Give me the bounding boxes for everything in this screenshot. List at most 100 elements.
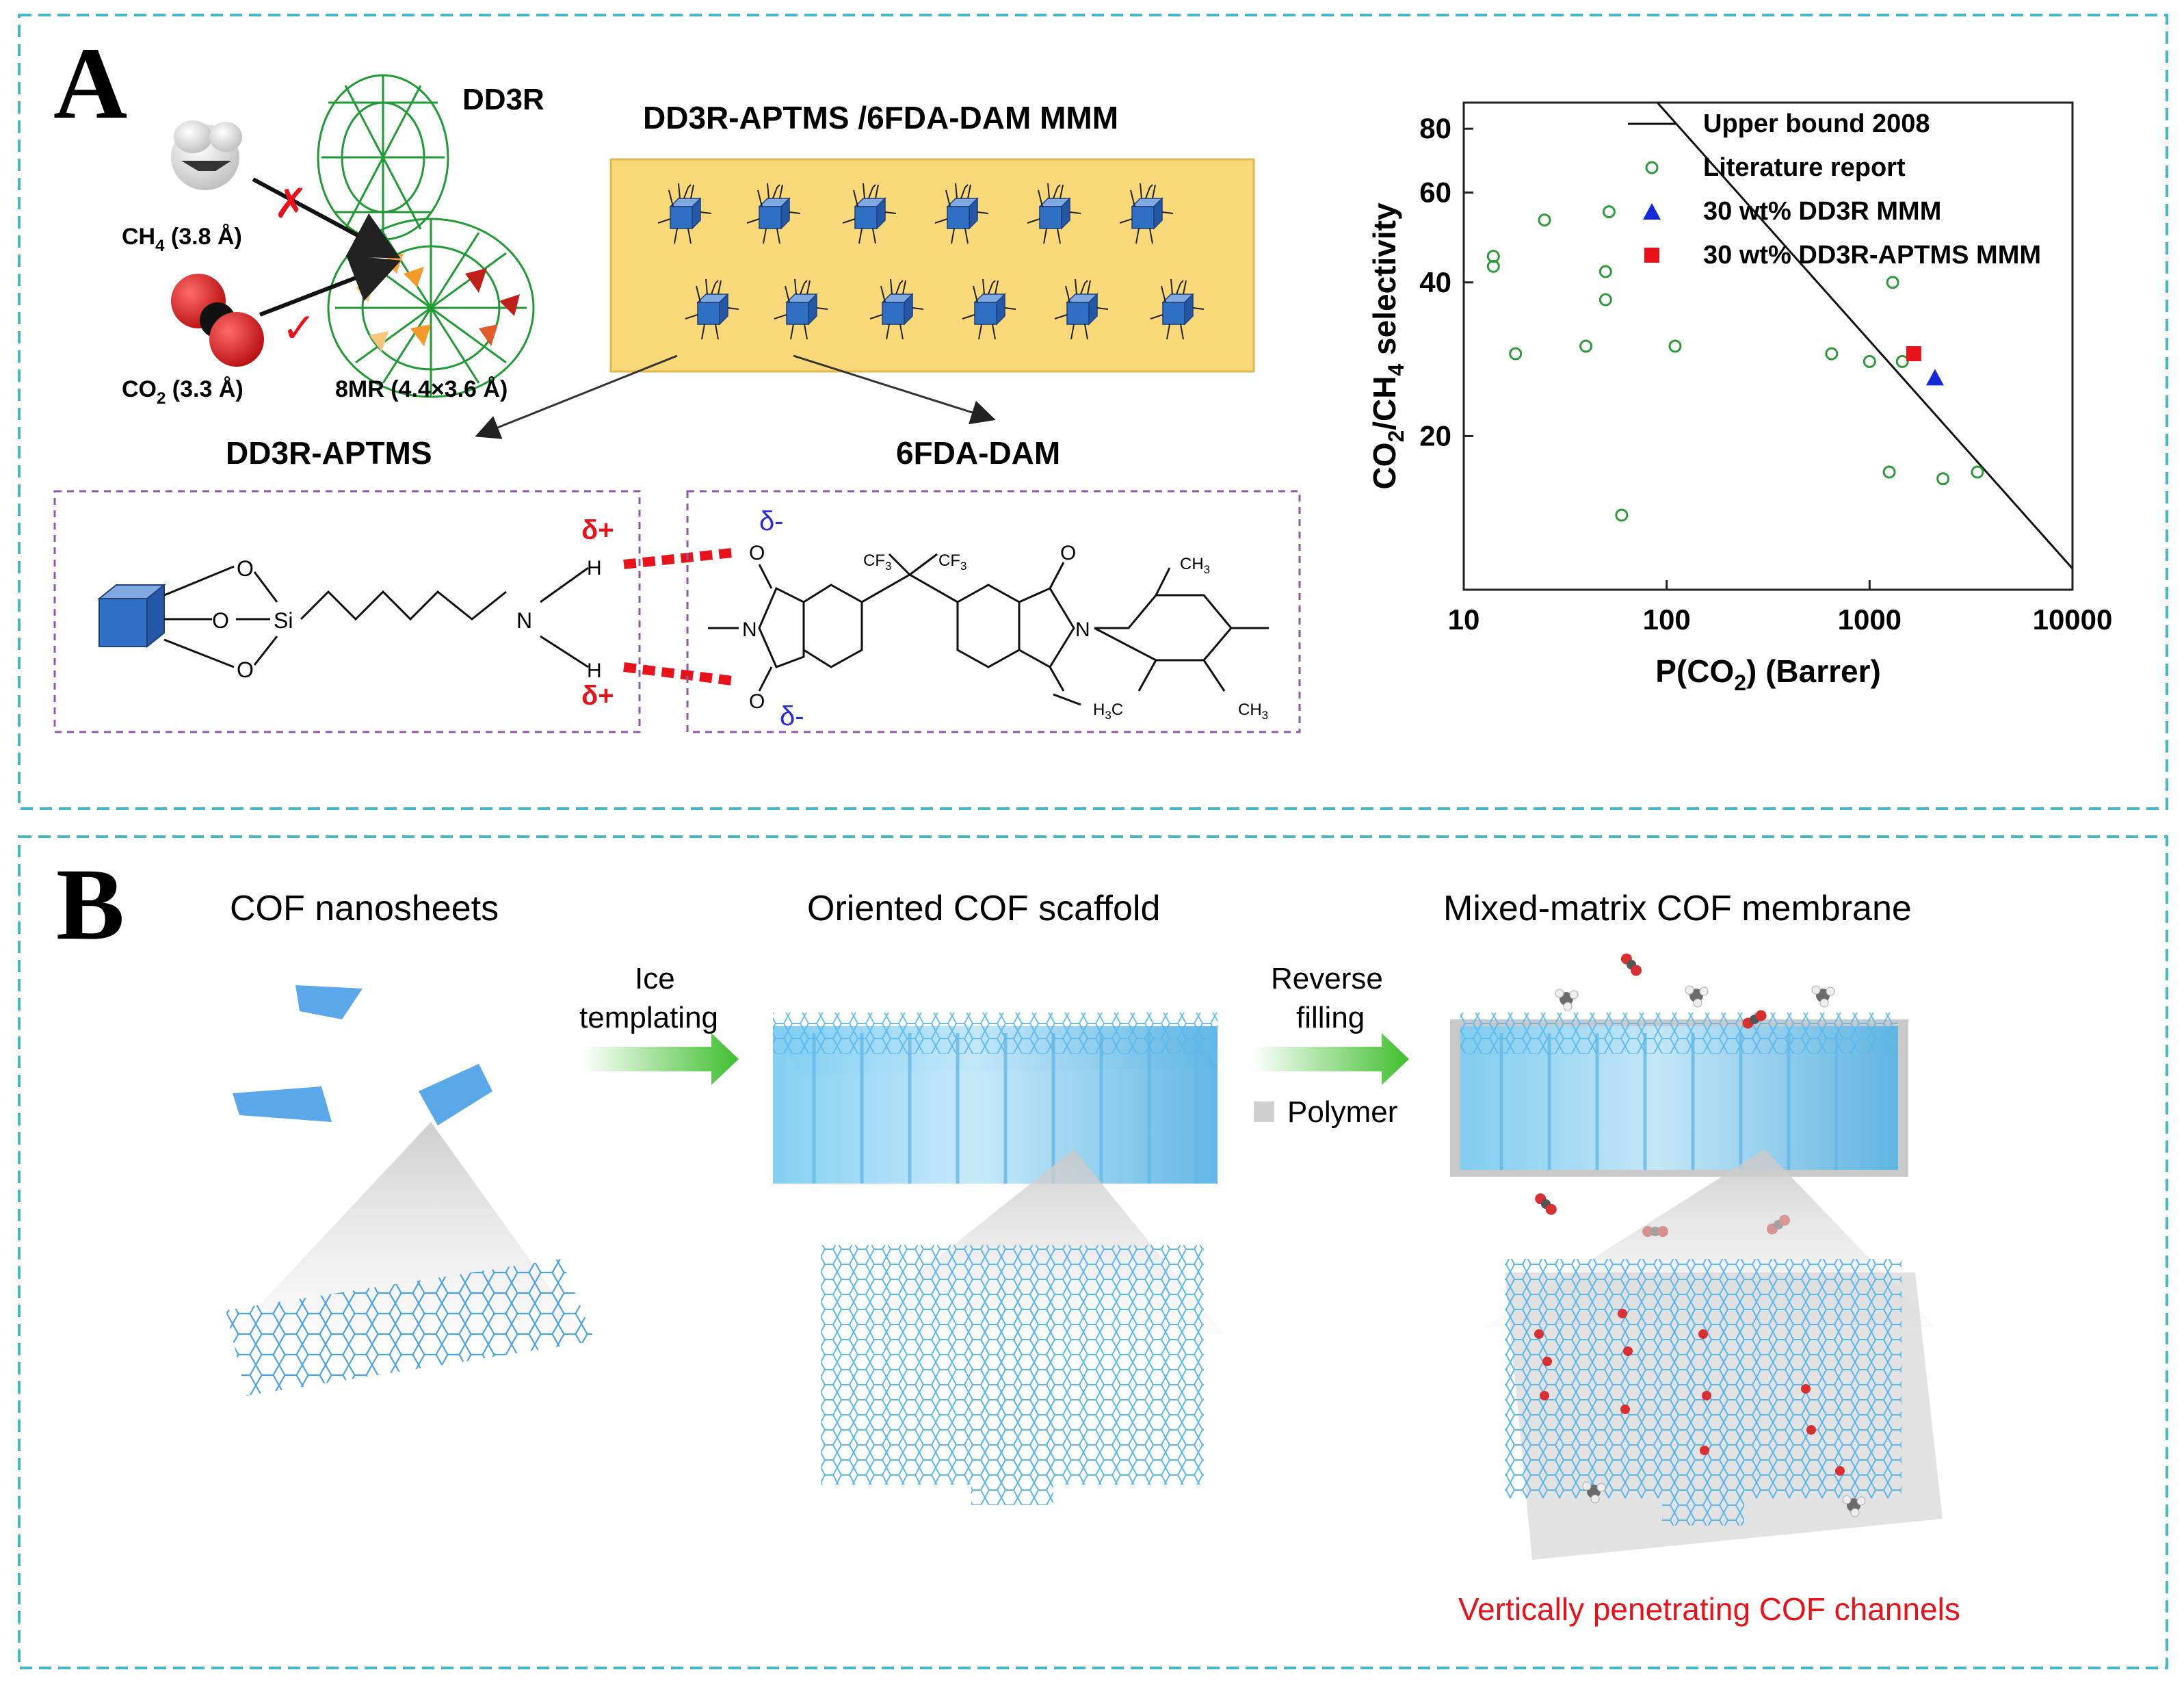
arrow1-line1: Ice: [635, 962, 675, 995]
panel-a-frame: [18, 14, 2168, 810]
co2-molecule: [171, 274, 264, 367]
arrow1-line2: templating: [579, 1001, 718, 1034]
atom-o-3: O: [237, 657, 254, 682]
atom-si: Si: [274, 608, 293, 633]
panel-a-letter: A: [53, 27, 127, 140]
ch4-reject-mark: ✗: [274, 181, 308, 226]
literature-point: [1579, 339, 1593, 353]
arrow2-line1: Reverse: [1271, 962, 1383, 995]
atom-h-bottom: H: [587, 660, 602, 682]
legend-label: Upper bound 2008: [1703, 109, 1930, 138]
plot-area: [1462, 101, 2074, 591]
atom-h-top: H: [587, 557, 602, 579]
step3-title: Mixed-matrix COF membrane: [1443, 889, 1912, 928]
y-tick-label: 60: [1419, 176, 1451, 208]
literature-point: [1971, 465, 1984, 479]
y-tick-label: 80: [1419, 112, 1451, 144]
group-cf3-right: CF3: [938, 551, 966, 573]
legend-square-swatch: [1644, 248, 1659, 263]
filler-pointer: [475, 354, 678, 439]
literature-point: [1538, 213, 1551, 227]
legend-circle-swatch: [1645, 161, 1659, 174]
membrane-caption: Vertically penetrating COF channels: [1458, 1591, 1960, 1627]
literature-point: [1486, 250, 1500, 263]
aptms-structure: [97, 565, 589, 668]
panel-b-letter: B: [56, 848, 124, 961]
delta-plus-bottom: δ+: [581, 681, 614, 711]
co2-pass-mark: ✓: [282, 305, 316, 351]
y-axis-title: CO2/CH4 selectivity: [1367, 203, 1408, 490]
co2-path-arrow: [259, 255, 402, 317]
group-ch3-bottom: CH3: [1238, 701, 1268, 722]
delta-plus-top: δ+: [581, 515, 614, 545]
literature-point: [1882, 465, 1896, 479]
reverse-filling-arrow: [1252, 1033, 1409, 1085]
arrow2-line2: filling: [1296, 1001, 1365, 1034]
panel-b-frame: [18, 835, 2168, 1669]
literature-point: [1668, 339, 1682, 353]
atom-o-1: O: [237, 556, 254, 581]
x-axis-title: P(CO2) (Barrer): [1655, 653, 1881, 695]
x-tick-label: 10000: [2033, 603, 2113, 636]
legend-label: 30 wt% DD3R-APTMS MMM: [1703, 241, 2041, 270]
atom-o-dam-1: O: [749, 542, 765, 564]
atom-o-dam-2: O: [749, 690, 765, 713]
dd3r-mmm-point: [1925, 369, 1944, 386]
literature-point: [1598, 293, 1612, 306]
literature-point: [1602, 205, 1616, 219]
legend-triangle-swatch: [1643, 203, 1661, 220]
cof-nanosheets: [226, 985, 595, 1396]
step2-title: Oriented COF scaffold: [807, 889, 1160, 928]
atom-n-dam-1: N: [742, 618, 757, 641]
y-tick-label: 20: [1419, 419, 1451, 452]
y-tick-label: 40: [1419, 266, 1451, 298]
ice-templating-arrow: [581, 1033, 739, 1085]
aptms-structure-box: [53, 490, 641, 733]
filler-label: DD3R-APTMS: [226, 435, 432, 471]
literature-point: [1509, 347, 1523, 361]
delta-minus-bottom: δ-: [780, 701, 804, 731]
co2-label: CO2 (3.3 Å): [122, 376, 244, 408]
polymer-legend-swatch: [1254, 1101, 1274, 1122]
literature-point: [1886, 276, 1899, 289]
polymer-legend-label: Polymer: [1287, 1095, 1397, 1129]
mmm-membrane: [609, 158, 1255, 373]
literature-point: [1863, 354, 1876, 368]
polymer-label: 6FDA-DAM: [896, 435, 1060, 471]
robeson-plot: 10 100 1000 10000 20 40 60 80P(CO2) (Barrer) CO2…: [1367, 101, 2113, 695]
ch4-molecule: [171, 120, 242, 190]
atom-n: N: [516, 608, 532, 633]
step1-title: COF nanosheets: [230, 889, 499, 928]
literature-point: [1825, 347, 1839, 361]
oriented-cof-scaffold: [773, 1013, 1224, 1505]
mmm-title: DD3R-APTMS /6FDA-DAM MMM: [643, 100, 1118, 135]
literature-point: [1615, 508, 1629, 522]
x-tick-label: 1000: [1838, 603, 1902, 636]
literature-point: [1936, 472, 1950, 486]
literature-point: [1598, 265, 1612, 278]
dd3r-cage-illustration: [317, 74, 535, 398]
x-tick-label: 100: [1643, 603, 1691, 636]
literature-point: [1895, 354, 1909, 368]
dd3r-label: DD3R: [462, 83, 544, 116]
x-tick-label: 10: [1448, 603, 1480, 636]
legend-label: Literature report: [1703, 153, 1906, 182]
delta-minus-top: δ-: [759, 506, 784, 536]
polymer-pointer: [793, 354, 996, 425]
atom-o-dam-3: O: [1060, 542, 1076, 564]
group-h3c: H3C: [1093, 701, 1123, 722]
group-cf3-left: CF3: [863, 551, 891, 573]
ring-size-label: 8MR (4.4×3.6 Å): [335, 376, 508, 402]
dam-structure: [708, 553, 1269, 706]
legend-label: 30 wt% DD3R MMM: [1703, 197, 1941, 226]
upper-bound-line: [1656, 103, 2073, 570]
ch4-label: CH4 (3.8 Å): [122, 224, 242, 255]
ch4-path-arrow: [252, 177, 401, 259]
atom-o-2: O: [212, 608, 229, 633]
dam-structure-box: [686, 490, 1301, 733]
atom-n-dam-2: N: [1075, 618, 1090, 641]
dd3r-aptms-mmm-point: [1906, 345, 1921, 361]
mixed-matrix-cof-membrane: [1450, 951, 1943, 1560]
group-ch3-top: CH3: [1180, 555, 1210, 576]
